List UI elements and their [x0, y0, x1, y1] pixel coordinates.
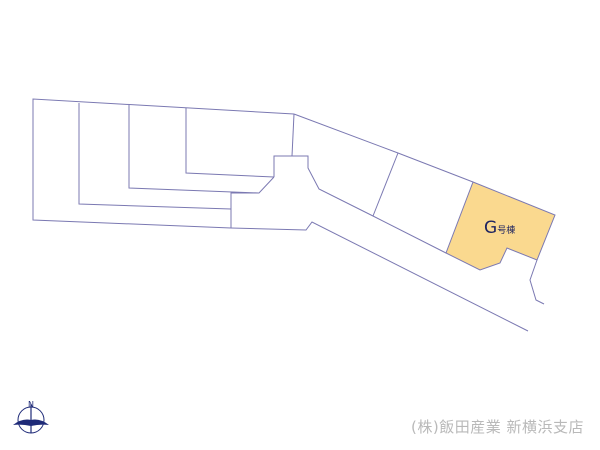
lot-g[interactable]: [445, 181, 556, 271]
lot-line-5: [372, 152, 399, 217]
compass-north-label: N: [28, 400, 34, 409]
cul-de-sac-edge: [230, 176, 275, 228]
lot-line-tail: [529, 259, 545, 305]
company-name: (株)飯田産業 新横浜支店: [411, 418, 584, 436]
lot-line-3: [185, 108, 275, 178]
north-boundary: [293, 113, 474, 183]
lot-letter: G: [484, 218, 498, 238]
road-edge: [273, 155, 447, 254]
lot-line-1: [78, 103, 232, 210]
outer-boundary: [32, 98, 529, 332]
lot-g-label: G号棟: [484, 218, 515, 238]
lot-suffix: 号棟: [497, 226, 516, 236]
compass-icon: [13, 404, 49, 434]
lot-line-4: [291, 113, 295, 157]
lot-line-2: [128, 105, 260, 194]
